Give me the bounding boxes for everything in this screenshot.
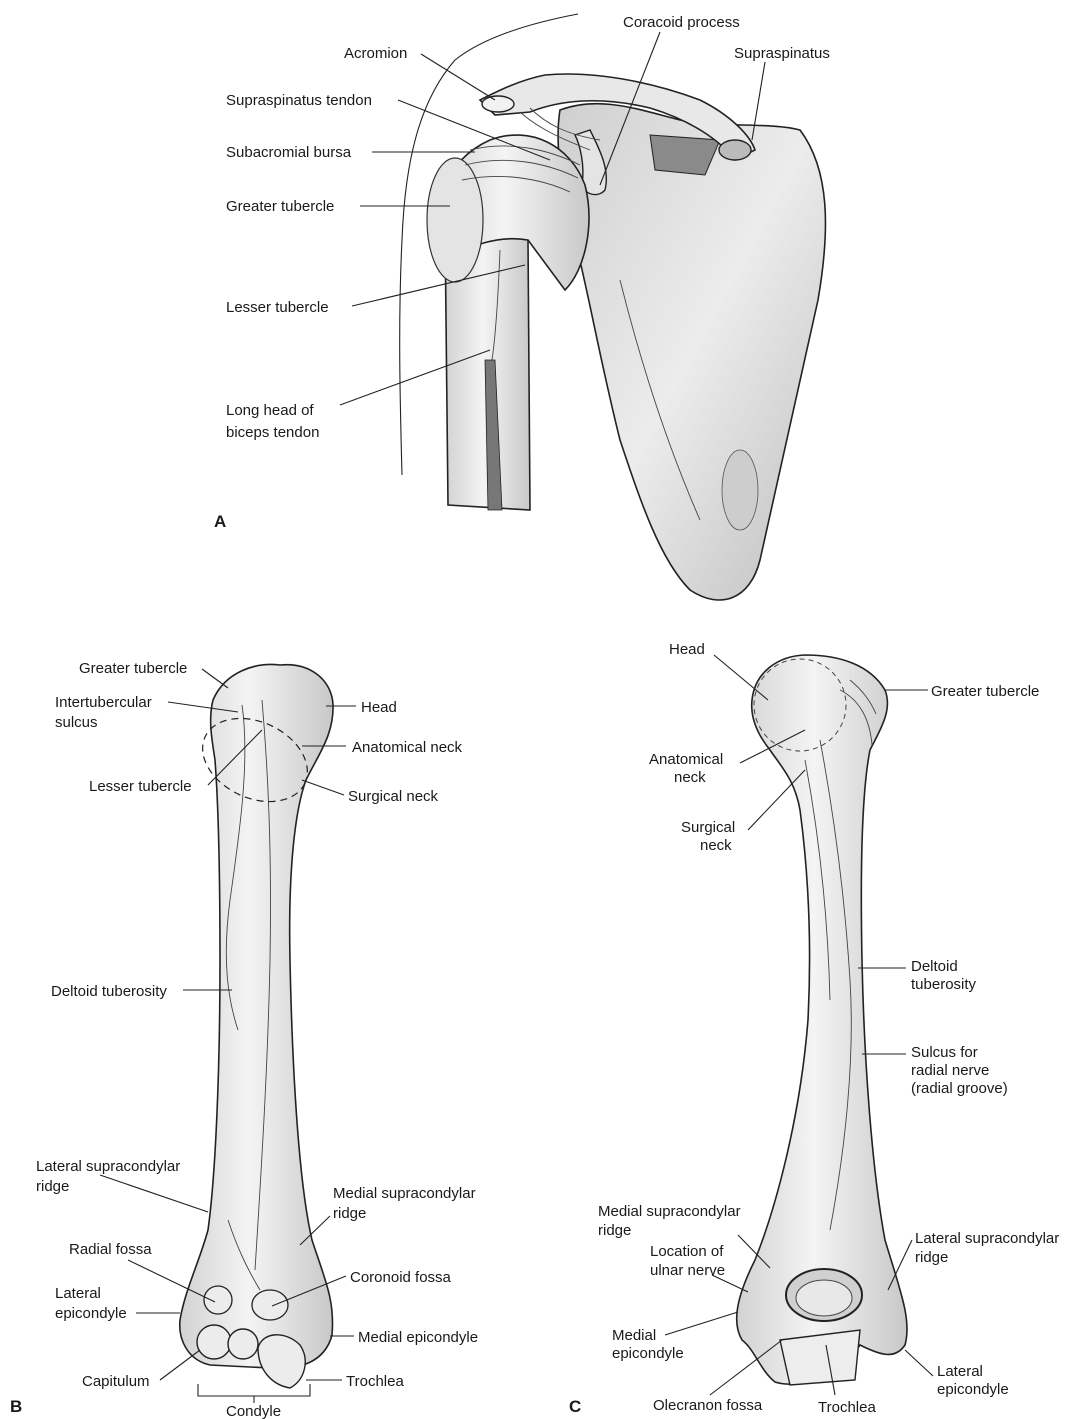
label-deltoid-line2: tuberosity: [911, 976, 977, 993]
label-trochlea-b: Trochlea: [346, 1373, 404, 1390]
label-subacromial-bursa: Subacromial bursa: [226, 144, 352, 161]
label-medial-epicondyle-b: Medial epicondyle: [358, 1329, 478, 1346]
label-ulnar-line1: Location of: [650, 1243, 724, 1260]
label-anatomical-neck-b: Anatomical neck: [352, 739, 463, 756]
label-anatomical-neck-line2: neck: [674, 769, 706, 786]
label-condyle: Condyle: [226, 1403, 281, 1419]
label-acromion: Acromion: [344, 45, 407, 62]
label-coronoid-fossa: Coronoid fossa: [350, 1269, 452, 1286]
panel-label-c: C: [569, 1397, 581, 1416]
label-medial-epi-c-line2: epicondyle: [612, 1345, 684, 1362]
label-supraspinatus-tendon: Supraspinatus tendon: [226, 92, 372, 109]
label-supraspinatus: Supraspinatus: [734, 45, 830, 62]
label-ulnar-line2: ulnar nerve: [650, 1262, 725, 1279]
label-head-b: Head: [361, 699, 397, 716]
label-long-head-line1: Long head of: [226, 402, 314, 419]
label-medial-supra-c-line2: ridge: [598, 1222, 631, 1239]
label-surgical-neck-line2: neck: [700, 837, 732, 854]
panel-b-anterior-humerus: Greater tubercle Intertubercular sulcus …: [10, 660, 478, 1419]
label-intertubercular-line1: Intertubercular: [55, 694, 152, 711]
label-surgical-neck-line1: Surgical: [681, 819, 735, 836]
label-lateral-epi-c-line1: Lateral: [937, 1363, 983, 1380]
panel-a-shoulder: Acromion Coracoid process Supraspinatus …: [214, 14, 830, 600]
label-deltoid-tuberosity-b: Deltoid tuberosity: [51, 983, 167, 1000]
label-medial-supra-line2: ridge: [333, 1205, 366, 1222]
label-medial-supra-line1: Medial supracondylar: [333, 1185, 476, 1202]
panel-label-b: B: [10, 1397, 22, 1416]
label-lesser-tubercle-b: Lesser tubercle: [89, 778, 192, 795]
label-sulcus-line2: radial nerve: [911, 1062, 989, 1079]
label-lateral-supra-line1: Lateral supracondylar: [36, 1158, 180, 1175]
label-lateral-epi-line2: epicondyle: [55, 1305, 127, 1322]
greater-tubercle-a: [427, 158, 483, 282]
panel-label-a: A: [214, 512, 226, 531]
label-olecranon-fossa: Olecranon fossa: [653, 1397, 763, 1414]
label-greater-tubercle-c: Greater tubercle: [931, 683, 1039, 700]
label-medial-supra-c-line1: Medial supracondylar: [598, 1203, 741, 1220]
panel-c-posterior-humerus: Head Greater tubercle Anatomical neck Su…: [569, 641, 1059, 1416]
label-greater-tubercle-b: Greater tubercle: [79, 660, 187, 677]
label-trochlea-c: Trochlea: [818, 1399, 876, 1416]
label-capitulum: Capitulum: [82, 1373, 150, 1390]
label-lateral-supra-c-line2: ridge: [915, 1249, 948, 1266]
label-lateral-supra-line2: ridge: [36, 1178, 69, 1195]
label-coracoid-process: Coracoid process: [623, 14, 740, 31]
humerus-anterior: [180, 664, 333, 1368]
label-greater-tubercle-a: Greater tubercle: [226, 198, 334, 215]
label-lateral-supra-c-line1: Lateral supracondylar: [915, 1230, 1059, 1247]
label-lateral-epi-line1: Lateral: [55, 1285, 101, 1302]
label-radial-fossa: Radial fossa: [69, 1241, 152, 1258]
label-sulcus-line1: Sulcus for: [911, 1044, 978, 1061]
label-intertubercular-line2: sulcus: [55, 714, 98, 731]
label-head-c: Head: [669, 641, 705, 658]
label-deltoid-line1: Deltoid: [911, 958, 958, 975]
label-long-head-line2: biceps tendon: [226, 424, 319, 441]
label-lateral-epi-c-line2: epicondyle: [937, 1381, 1009, 1398]
label-surgical-neck-b: Surgical neck: [348, 788, 439, 805]
label-lesser-tubercle-a: Lesser tubercle: [226, 299, 329, 316]
label-sulcus-line3: (radial groove): [911, 1080, 1008, 1097]
label-medial-epi-c-line1: Medial: [612, 1327, 656, 1344]
label-anatomical-neck-line1: Anatomical: [649, 751, 723, 768]
